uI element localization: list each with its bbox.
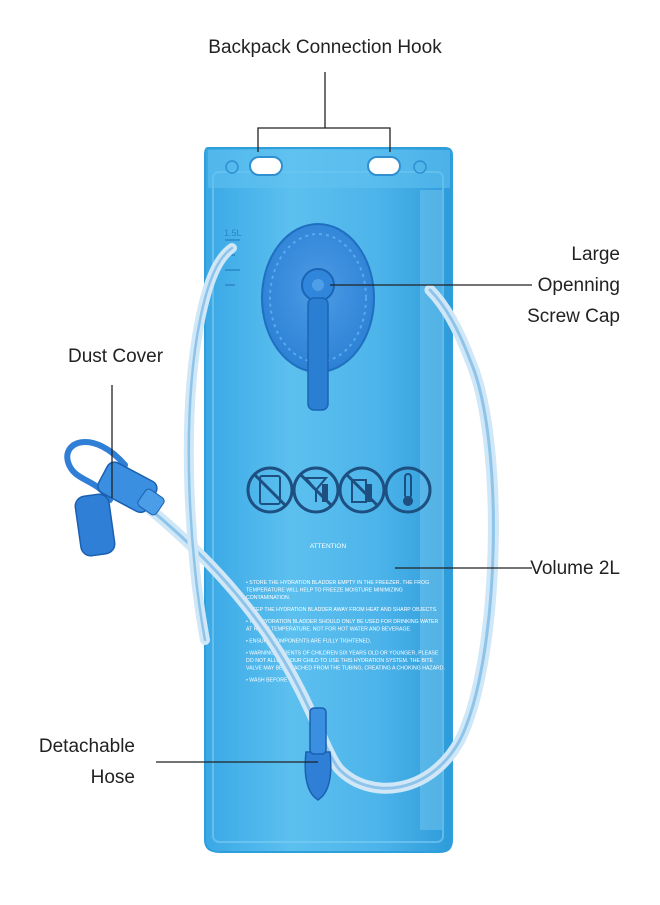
notice-line: • STORE THE HYDRATION BLADDER EMPTY IN T…	[246, 580, 429, 586]
corner-mark-icon	[413, 160, 427, 174]
attention-title: ATTENTION	[310, 543, 347, 550]
corner-mark-icon	[225, 160, 239, 174]
screw-cap	[261, 223, 375, 411]
temperature-icon	[384, 466, 432, 514]
no-freeze-icon	[246, 466, 294, 514]
notice-line: • ENSURE COMPONENTS ARE FULLY TIGHTENED.	[246, 639, 371, 645]
no-alcohol-icon	[292, 466, 340, 514]
label-volume: Volume 2L	[530, 558, 620, 579]
notice-line: • WASH BEFORE USE.	[246, 678, 301, 684]
no-milk-icon	[338, 466, 386, 514]
drinking-hose	[139, 243, 499, 794]
hook-slot-right	[367, 156, 401, 176]
notice-line: TEMPERATURE WILL HELP TO FREEZE MOISTURE…	[246, 588, 403, 594]
label-cap-line-3: Screw Cap	[527, 306, 620, 327]
notice-line: • KEEP THE HYDRATION BLADDER AWAY FROM H…	[246, 607, 437, 613]
label-cap-line-2: Openning	[537, 275, 620, 296]
hook-slot-left	[249, 156, 283, 176]
notice-text: • STORE THE HYDRATION BLADDER EMPTY IN T…	[246, 580, 445, 684]
bite-valve	[64, 439, 165, 557]
label-hose-line-2: Hose	[90, 767, 135, 788]
label-hose-line-1: Detachable	[38, 736, 135, 757]
notice-line: VALVE MAY BE DETACHED FROM THE TUBING, C…	[246, 666, 445, 672]
notice-line: • THE HYDRATION BLADDER SHOULD ONLY BE U…	[246, 619, 438, 625]
label-backpack-connection-hook: Backpack Connection Hook	[208, 37, 442, 58]
hose-connector	[304, 707, 332, 801]
scale-mark: 1.5L	[224, 228, 242, 238]
label-cap-line-1: Large	[571, 244, 620, 265]
notice-line: • WARNING: PARENTS OF CHILDREN SIX YEARS…	[246, 651, 439, 657]
notice-line: DO NOT ALLOW YOUR CHILD TO USE THIS HYDR…	[246, 658, 434, 664]
cap-tether	[307, 297, 329, 411]
notice-line: AT ROOM TEMPERATURE. NOT FOR HOT WATER A…	[246, 627, 411, 633]
callout-leaders	[111, 72, 532, 763]
label-dust-cover: Dust Cover	[68, 346, 164, 367]
notice-line: CONTAMINATION.	[246, 595, 290, 601]
